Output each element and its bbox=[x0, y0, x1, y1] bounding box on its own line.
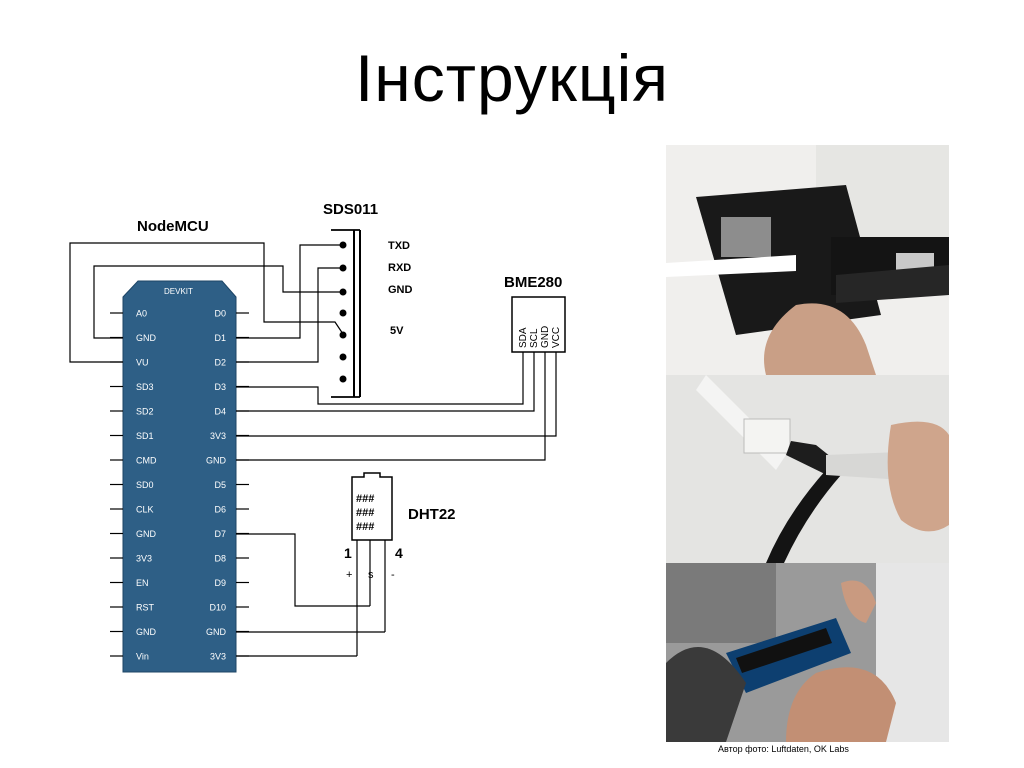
sds-connector-pin bbox=[339, 353, 347, 361]
dht22-label: DHT22 bbox=[408, 506, 456, 523]
left-pin-label: Vin bbox=[136, 652, 149, 662]
right-pin-label: D7 bbox=[214, 529, 226, 539]
sds011-label: SDS011 bbox=[323, 201, 378, 218]
slide-title: Інструкція bbox=[354, 41, 670, 115]
right-pin-label: D8 bbox=[214, 554, 226, 564]
left-pin-label: CLK bbox=[136, 505, 154, 515]
dht-minus: - bbox=[391, 569, 395, 581]
dht-pin-1: 1 bbox=[344, 545, 352, 561]
right-pin-label: D2 bbox=[214, 358, 226, 368]
right-pin-label: D3 bbox=[214, 382, 226, 392]
photo-assembled-device bbox=[666, 563, 949, 742]
bme-pin-sda: SDA bbox=[518, 327, 529, 348]
photo-sensor-board bbox=[666, 145, 949, 375]
sds-pin-gnd: GND bbox=[388, 284, 413, 296]
right-pin-label: D1 bbox=[214, 333, 226, 343]
wire-d2-rxd bbox=[236, 267, 343, 363]
left-pin-label: GND bbox=[136, 529, 157, 539]
left-pin-label: CMD bbox=[136, 456, 157, 466]
bme280-label: BME280 bbox=[504, 274, 562, 291]
wire-vu-5v bbox=[69, 242, 344, 363]
wire-d1-txd bbox=[236, 244, 343, 339]
left-pin-label: GND bbox=[136, 333, 157, 343]
bme280-module bbox=[511, 296, 566, 353]
nodemcu-label: NodeMCU bbox=[137, 218, 209, 235]
left-pin-label: SD0 bbox=[136, 480, 154, 490]
wires bbox=[69, 242, 557, 657]
wire-gnd-bme bbox=[236, 352, 546, 461]
right-pin-label: D10 bbox=[209, 603, 226, 613]
right-pin-label: D0 bbox=[214, 309, 226, 319]
left-pin-label: SD2 bbox=[136, 407, 154, 417]
sds-connector-pin bbox=[339, 331, 347, 339]
wire-3v3-vcc bbox=[236, 352, 557, 437]
wire-d7-dht bbox=[236, 533, 370, 607]
dht-plus: + bbox=[346, 569, 352, 581]
right-pin-label: D5 bbox=[214, 480, 226, 490]
bme-pin-vcc: VCC bbox=[551, 327, 562, 348]
bme-pin-gnd: GND bbox=[540, 326, 551, 348]
wire-d4-scl bbox=[236, 352, 535, 412]
sds-pin-rxd: RXD bbox=[388, 262, 411, 274]
left-pin-label: EN bbox=[136, 578, 149, 588]
dht-s: s bbox=[368, 569, 374, 581]
dht-pin-4: 4 bbox=[395, 545, 403, 561]
nodemcu-board bbox=[122, 280, 237, 673]
sds-connector-pin bbox=[339, 309, 347, 317]
dht-grid-row-1: ### bbox=[356, 493, 374, 505]
right-pin-label: D4 bbox=[214, 407, 226, 417]
sds-pin-5v: 5V bbox=[390, 325, 404, 337]
board-pins: A0GNDVUSD3SD2SD1CMDSD0CLKGND3V3ENRSTGNDV… bbox=[110, 309, 249, 662]
dht-grid-row-2: ### bbox=[356, 507, 374, 519]
bme-pin-scl: SCL bbox=[529, 328, 540, 348]
photo-dht-sensor bbox=[666, 375, 949, 563]
right-pin-label: GND bbox=[206, 456, 227, 466]
left-pin-label: VU bbox=[136, 358, 149, 368]
dht22-module bbox=[351, 472, 393, 541]
board-header: DEVKIT bbox=[164, 287, 193, 296]
sds-connector-pin bbox=[339, 375, 347, 383]
left-pin-label: 3V3 bbox=[136, 554, 152, 564]
wire-gnd-sds bbox=[93, 265, 343, 339]
sds011-module bbox=[331, 229, 361, 398]
left-pin-label: GND bbox=[136, 627, 157, 637]
left-pin-label: RST bbox=[136, 603, 155, 613]
dht-grid-row-3: ### bbox=[356, 521, 374, 533]
left-pin-label: SD3 bbox=[136, 382, 154, 392]
photo-credit: Автор фото: Luftdaten, OK Labs bbox=[718, 744, 849, 754]
sds-pin-txd: TXD bbox=[388, 240, 410, 252]
left-pin-label: SD1 bbox=[136, 431, 154, 441]
right-pin-label: D6 bbox=[214, 505, 226, 515]
wire-d3-sda bbox=[236, 352, 524, 405]
right-pin-label: GND bbox=[206, 627, 227, 637]
right-pin-label: D9 bbox=[214, 578, 226, 588]
left-pin-label: A0 bbox=[136, 309, 147, 319]
wiring-schematic: NodeMCU DEVKIT A0GNDVUSD3SD2SD1CMDSD0CLK… bbox=[69, 201, 566, 673]
right-pin-label: 3V3 bbox=[210, 431, 226, 441]
right-pin-label: 3V3 bbox=[210, 652, 226, 662]
